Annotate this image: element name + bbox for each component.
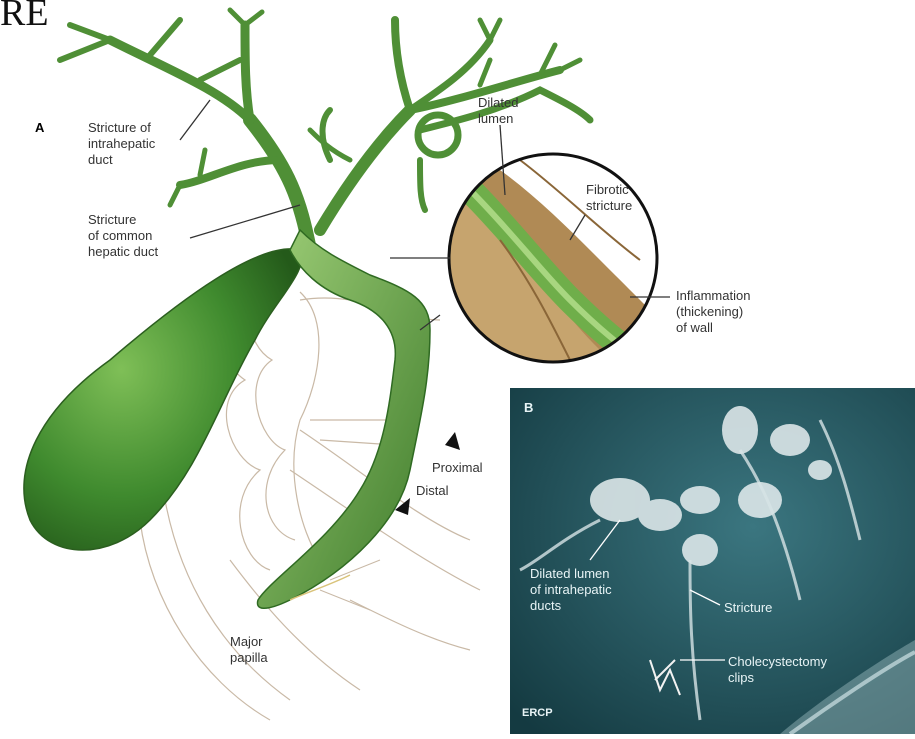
ercp-panel	[510, 388, 915, 734]
label-ercp: ERCP	[522, 705, 553, 721]
label-cholecystectomy-clips: Cholecystectomy clips	[728, 654, 827, 686]
label-ercp-stricture: Stricture	[724, 600, 772, 616]
magnified-stricture	[449, 150, 680, 400]
label-distal: Distal	[416, 483, 449, 499]
label-dilated-intrahepatic: Dilated lumen of intrahepatic ducts	[530, 566, 612, 614]
gallbladder	[24, 249, 302, 550]
panel-a-letter: A	[35, 120, 44, 135]
label-common-hepatic-stricture: Stricture of common hepatic duct	[88, 212, 158, 260]
label-major-papilla: Major papilla	[230, 634, 268, 666]
panel-b-letter: B	[524, 400, 533, 416]
header-fragment: RE	[0, 0, 49, 32]
label-intrahepatic-stricture: Stricture of intrahepatic duct	[88, 120, 155, 168]
label-fibrotic-stricture: Fibrotic stricture	[586, 182, 632, 214]
label-proximal: Proximal	[432, 460, 483, 476]
label-inflammation: Inflammation (thickening) of wall	[676, 288, 750, 336]
label-dilated-lumen: Dilated lumen	[478, 95, 518, 127]
